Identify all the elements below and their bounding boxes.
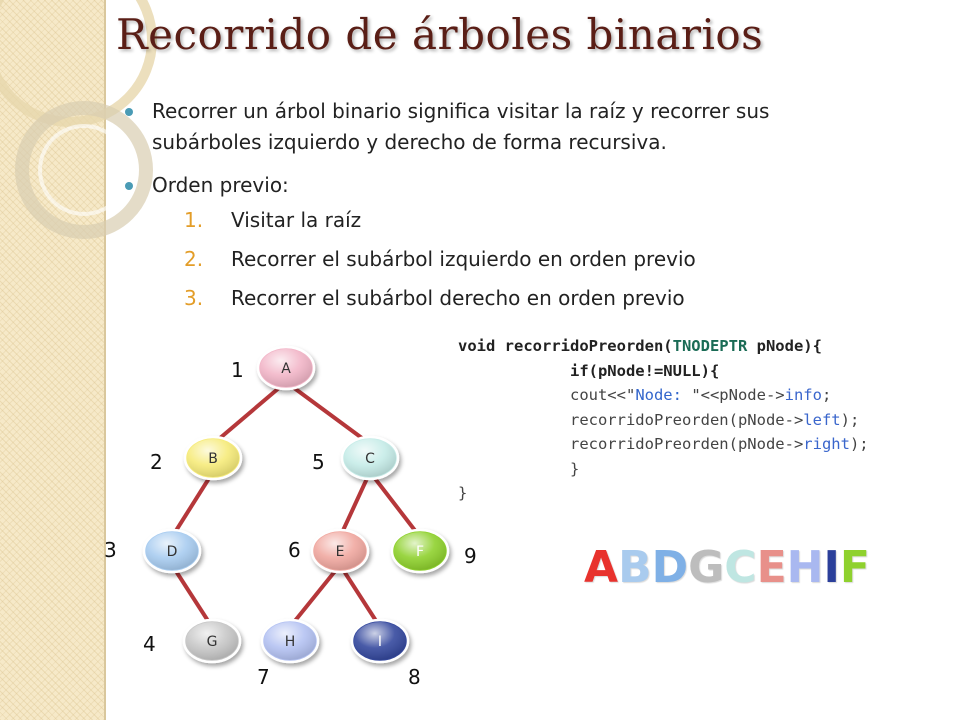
step-number: 2.: [184, 247, 204, 271]
code-member: info: [784, 386, 822, 404]
traversal-result: ABDGCEHIF: [584, 542, 870, 593]
tree-node-shine: [344, 439, 396, 477]
step-text: Recorrer el subárbol derecho en orden pr…: [231, 286, 685, 310]
tree-node: C: [340, 435, 400, 481]
result-letter: A: [584, 542, 619, 593]
result-letter: D: [651, 542, 689, 593]
tree-edge: [338, 563, 382, 629]
tree-node-label: F: [416, 544, 424, 560]
tree-node-shine: [186, 622, 238, 660]
result-letter: C: [724, 542, 757, 593]
bullet-definition: Recorrer un árbol binario significa visi…: [125, 96, 852, 158]
bullet-dot: [125, 182, 133, 190]
tree-node-label: A: [281, 361, 291, 377]
step-number: 3.: [184, 286, 204, 310]
bullet-line: Orden previo:: [152, 173, 289, 197]
code-string: Node:: [635, 386, 692, 404]
slide-title: Recorrido de árboles binarios: [116, 10, 764, 59]
visit-order-number: 2: [150, 450, 163, 474]
tree-edge: [288, 563, 342, 629]
tree-edge: [368, 470, 422, 539]
bullet-preorder: Orden previo:: [125, 170, 289, 201]
code-member: right: [803, 435, 850, 453]
code-token: void recorridoPreorden(: [458, 337, 673, 355]
tree-node: A: [256, 345, 316, 391]
visit-order-number: 7: [257, 665, 270, 689]
step-text: Visitar la raíz: [231, 208, 362, 232]
tree-node: B: [183, 435, 243, 481]
visit-order-number: 5: [312, 450, 325, 474]
tree-node-shine: [394, 532, 446, 570]
tree-node-shine: [314, 532, 366, 570]
visit-order-number: 9: [464, 544, 477, 568]
result-letter: F: [839, 542, 870, 593]
visit-order-number: 4: [143, 632, 156, 656]
tree-node-label: C: [365, 451, 375, 467]
tree-node-label: H: [285, 634, 296, 650]
tree-node-label: I: [378, 634, 382, 650]
bullet-dot: [125, 108, 133, 116]
step-number: 1.: [184, 208, 204, 232]
code-token: if(pNode!=NULL){: [569, 361, 720, 380]
result-letter: G: [688, 542, 725, 593]
tree-node-label: G: [207, 634, 218, 650]
tree-node-label: B: [208, 451, 218, 467]
step-item: 3. Recorrer el subárbol derecho en orden …: [184, 286, 685, 310]
code-token: ;: [821, 386, 832, 404]
tree-edge: [170, 563, 214, 629]
code-token: recorridoPreorden(pNode->: [569, 435, 804, 453]
tree-node-label: D: [167, 544, 178, 560]
bullet-line: Recorrer un árbol binario significa visi…: [152, 99, 770, 123]
result-letter: I: [823, 542, 840, 593]
code-token: pNode){: [747, 337, 822, 355]
step-item: 2. Recorrer el subárbol izquierdo en orde…: [184, 247, 696, 271]
tree-edge: [170, 470, 215, 539]
code-token: );: [840, 410, 860, 429]
tree-node-shine: [187, 439, 239, 477]
result-letter: E: [756, 542, 787, 593]
tree-node-shine: [354, 622, 406, 660]
tree-node: E: [310, 528, 370, 574]
code-token: );: [849, 435, 869, 453]
tree-node-shine: [146, 532, 198, 570]
tree-node: G: [182, 618, 242, 664]
step-item: 1. Visitar la raíz: [184, 208, 361, 232]
tree-node-shine: [260, 349, 312, 387]
bullet-line: subárboles izquierdo y derecho de forma …: [152, 130, 667, 154]
step-text: Recorrer el subárbol izquierdo en orden …: [231, 247, 696, 271]
visit-order-number: 8: [408, 665, 421, 689]
result-letter: H: [786, 542, 824, 593]
code-token: recorridoPreorden(pNode->: [569, 410, 804, 429]
tree-edge: [284, 380, 372, 446]
visit-order-number: 6: [288, 538, 301, 562]
tree-edge: [338, 471, 372, 538]
tree-edge: [211, 380, 288, 446]
visit-order-number: 3: [104, 538, 117, 562]
visit-order-number: 1: [231, 358, 244, 382]
tree-node-shine: [264, 622, 316, 660]
tree-node: D: [142, 528, 202, 574]
preorder-code-block: void recorridoPreorden(TNODEPTR pNode){ …: [458, 334, 869, 506]
tree-nodes: A B C D E F G H I: [142, 345, 450, 664]
tree-node: I: [350, 618, 410, 664]
tree-node: F: [390, 528, 450, 574]
tree-node: H: [260, 618, 320, 664]
tree-edges: [170, 380, 422, 629]
code-member: left: [803, 410, 841, 429]
code-token: cout<<": [569, 386, 636, 404]
tree-node-label: E: [336, 544, 345, 560]
code-token: }: [569, 459, 580, 478]
code-token: "<<pNode->: [691, 386, 785, 404]
result-letter: B: [618, 542, 652, 593]
code-type-token: TNODEPTR: [672, 337, 748, 355]
code-token: }: [458, 484, 468, 502]
